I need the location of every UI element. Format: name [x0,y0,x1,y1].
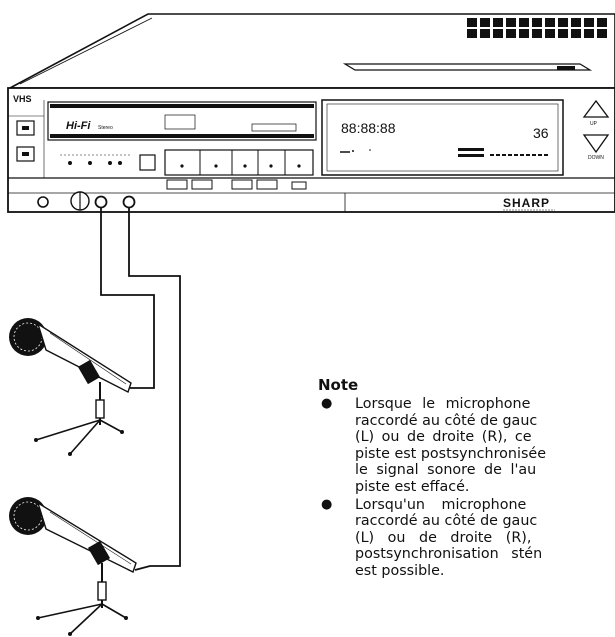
note-line: Lorsque le microphone [355,396,531,412]
transport-buttons[interactable] [164,149,314,176]
note-title: Note [318,376,359,394]
vhs-logo: VHS [13,94,32,104]
bullet-icon: ● [321,396,333,411]
front-controls-small [60,154,130,165]
note-block: Note ● Lorsque le microphone raccordé au… [318,376,615,581]
mic-jack-left[interactable] [94,195,108,209]
note-list: ● Lorsque le microphone raccordé au côté… [318,396,615,580]
power-icon [22,126,29,130]
microphone-1 [9,318,132,456]
note-line: Lorsqu'un microphone [355,496,527,513]
channel-up-label: UP [590,121,598,127]
note-line: est possible. [355,562,445,579]
microphone-2 [9,497,137,636]
channel-down-label: DOWN [588,155,604,161]
note-item-2: ● Lorsqu'un microphone raccordé au côté … [318,497,615,580]
microphone-cables [100,208,181,571]
display-counter: 88:88:88 [341,120,396,136]
eject-icon [22,152,29,156]
display-window: 88:88:88 36 [321,99,564,176]
display-time: 36 [533,125,549,141]
note-line: piste est effacé. [355,478,470,495]
hifi-logo-sub: Stereo [98,125,113,131]
vent-grille [462,18,612,38]
hifi-logo: Hi-Fi [66,120,91,132]
channel-up-icon[interactable] [582,99,610,118]
note-line: le signal sonore de l'au [355,462,537,479]
note-line: raccordé au côté de gauc [355,412,538,429]
vcr-front-panel: VHS Hi-Fi Stereo [7,87,615,213]
note-line: piste est postsynchronisée [355,445,546,462]
mic-jack-right[interactable] [122,195,136,209]
bullet-icon: ● [321,496,333,512]
channel-down-icon[interactable] [582,134,610,154]
note-line: postsynchronisation stén [355,546,543,563]
note-line: (L) ou de droite (R), [355,529,532,546]
note-line: (L) ou de droite (R), ce [355,429,532,446]
note-item-1: ● Lorsque le microphone raccordé au côté… [318,396,615,496]
vcr-top-panel [9,13,615,89]
sharp-brand-logo: SHARP [503,196,550,210]
cassette-door [47,101,317,141]
mode-button[interactable] [139,154,156,171]
note-line: raccordé au côté de gauc [355,513,538,530]
audio-dub-knob[interactable] [37,196,49,208]
